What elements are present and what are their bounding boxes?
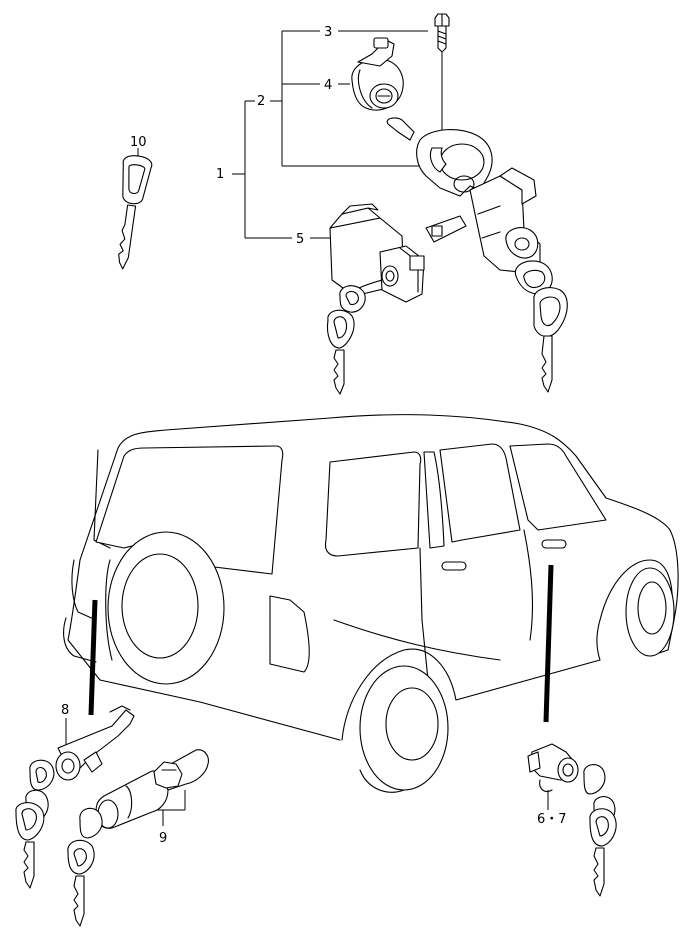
console-lock-part-5 [326,203,425,395]
callout-1: 1 [216,167,224,182]
screw-part-3 [434,13,450,53]
cylinder-set-part-9 [67,749,209,927]
ignition-cylinder-part-4 [351,37,404,111]
vehicle-outline [63,414,679,793]
steering-lock-assembly [386,117,568,393]
key-part-10 [118,155,153,270]
callout-5: 5 [296,232,304,247]
door-lock-part-6-7 [527,743,617,897]
callout-3: 3 [324,25,332,40]
callout-4: 4 [324,78,332,93]
callout-8: 8 [61,703,69,718]
callout-6-7: 6・7 [537,812,567,827]
callout-9: 9 [159,831,167,846]
callout-10: 10 [130,135,147,150]
callout-labels: 1 2 3 4 5 6・7 8 9 10 [61,25,567,846]
tailgate-lock-part-8 [15,705,135,889]
callout-2: 2 [257,94,265,109]
